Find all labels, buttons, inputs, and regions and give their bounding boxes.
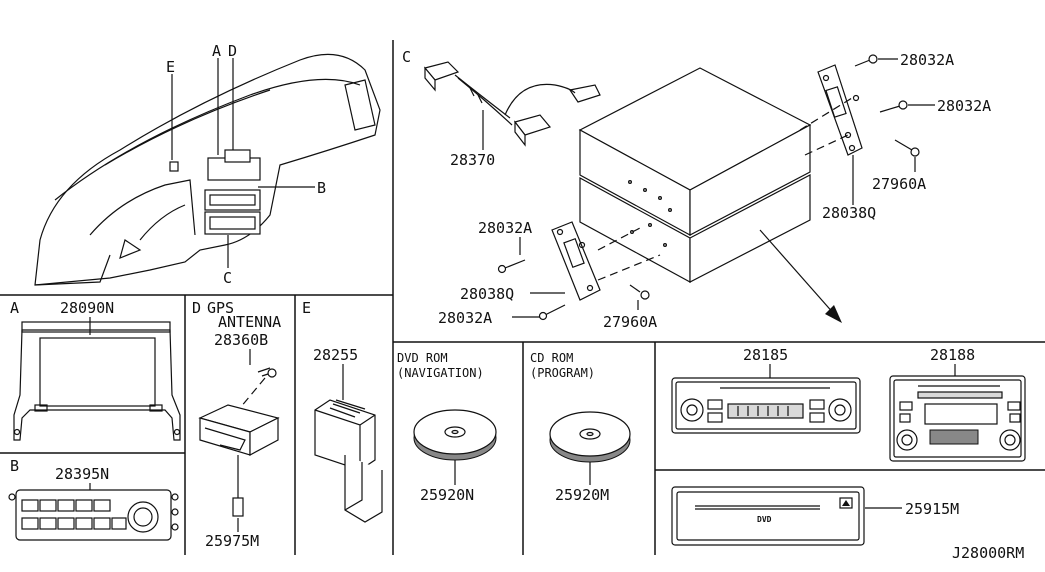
part-28032a-top2-label: 28032A: [937, 97, 991, 115]
part-27960a-left-label: 27960A: [603, 313, 657, 331]
part-28185-label: 28185: [743, 346, 788, 364]
direction-arrow: [759, 229, 842, 323]
section-e: E 28255: [302, 299, 383, 523]
part-28090n-label: 28090N: [60, 299, 114, 317]
radio-28185: 28185: [671, 346, 861, 434]
part-28370-label: 28370: [450, 151, 495, 169]
radio-28188: 28188: [889, 346, 1026, 462]
overview-callouts: A D E B C: [166, 42, 326, 287]
cd-rom-subtitle: (PROGRAM): [530, 366, 595, 380]
section-d-letter: D: [192, 299, 201, 317]
dvd-rom-subtitle: (NAVIGATION): [397, 366, 484, 380]
screws-right: 28032A 28032A 27960A: [854, 51, 991, 193]
screws-left: 28032A 28032A 27960A: [438, 219, 657, 331]
part-28032a-left-top-label: 28032A: [478, 219, 532, 237]
callout-b: B: [317, 179, 326, 197]
antenna-title: ANTENNA: [218, 313, 281, 331]
dvd-rom-title: DVD ROM: [397, 351, 448, 365]
bracket-right: 28038Q: [799, 64, 876, 222]
callout-a: A: [212, 42, 221, 60]
section-b-letter: B: [10, 457, 19, 475]
part-25975m-label: 25975M: [205, 532, 259, 550]
part-28038q-left-label: 28038Q: [460, 285, 514, 303]
dvd-logo: DVD: [757, 515, 772, 524]
bracket-left: 28038Q: [460, 221, 661, 303]
wire-harness: 28370: [423, 61, 601, 169]
callout-e: E: [166, 58, 175, 76]
part-27960a-right-label: 27960A: [872, 175, 926, 193]
part-28255-label: 28255: [313, 346, 358, 364]
cd-rom-title: CD ROM: [530, 351, 573, 365]
part-28032a-left-bottom-label: 28032A: [438, 309, 492, 327]
section-a-letter: A: [10, 299, 19, 317]
diagram-code: J28000RM: [952, 544, 1024, 562]
dashboard-overview: [34, 53, 381, 286]
radio-1-display-segments: [737, 406, 789, 416]
section-e-letter: E: [302, 299, 311, 317]
part-25920n-label: 25920N: [420, 486, 474, 504]
panel-buttons: [21, 499, 127, 530]
dvd-player-25915m: DVD 25915M: [671, 486, 959, 546]
part-28032a-top1-label: 28032A: [900, 51, 954, 69]
dvd-rom-section: DVD ROM (NAVIGATION) 25920N: [397, 351, 497, 504]
gps-title: GPS: [207, 299, 234, 317]
panel-frames: [0, 40, 1045, 555]
part-25920m-label: 25920M: [555, 486, 609, 504]
section-d: D GPS ANTENNA 28360B 25975M: [192, 299, 281, 550]
cd-rom-section: CD ROM (PROGRAM) 25920M: [530, 351, 631, 504]
part-25915m-label: 25915M: [905, 500, 959, 518]
nav-unit-box: [578, 67, 812, 284]
section-a: A 28090N: [10, 299, 181, 441]
section-b: B 28395N: [8, 457, 179, 541]
part-28038q-right-label: 28038Q: [822, 204, 876, 222]
callout-d: D: [228, 42, 237, 60]
section-c-letter: C: [402, 48, 411, 66]
section-c: C 28370: [402, 48, 991, 331]
callout-c: C: [223, 269, 232, 287]
part-28188-label: 28188: [930, 346, 975, 364]
part-28395n-label: 28395N: [55, 465, 109, 483]
part-28360b-label: 28360B: [214, 331, 268, 349]
